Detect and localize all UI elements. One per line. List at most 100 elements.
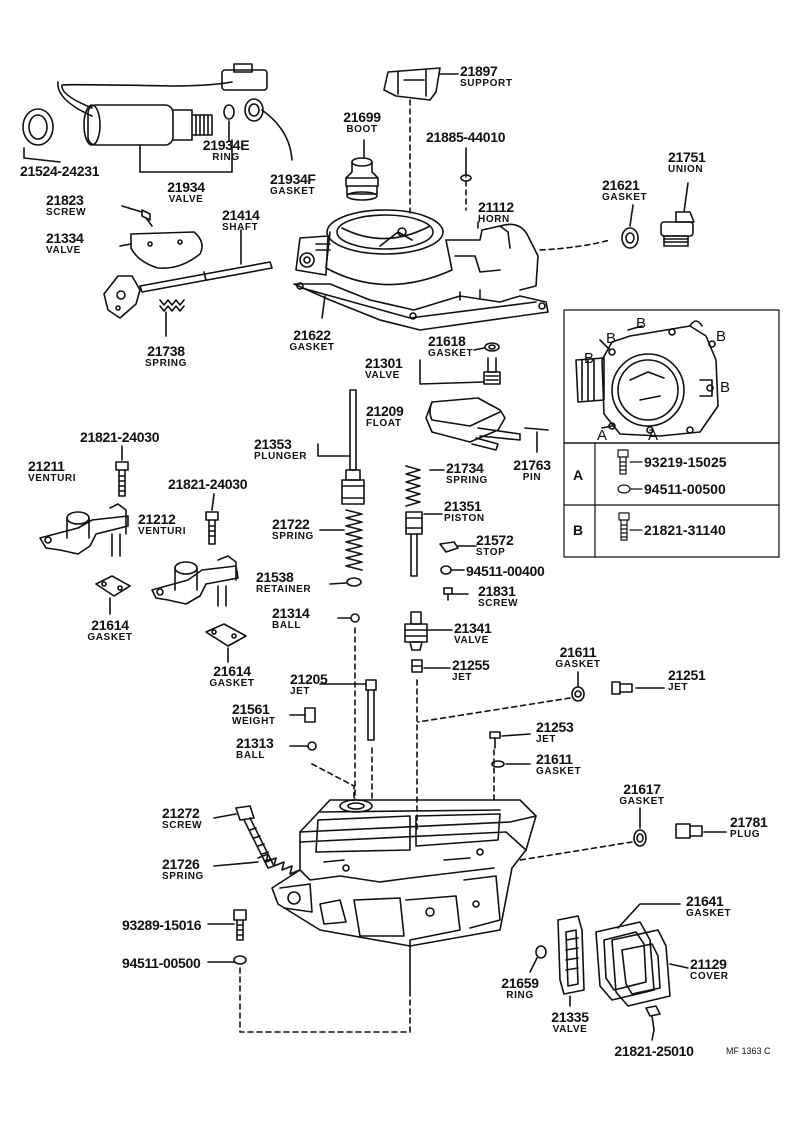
screw-21831-part — [443, 587, 453, 601]
gasket-21617-part — [633, 829, 647, 847]
gasket-21641-part — [595, 921, 655, 1001]
label-21734: 21734 SPRING — [446, 460, 488, 486]
screw-21821-25010-part — [645, 1005, 661, 1031]
piston-part — [405, 511, 423, 577]
label-21622: 21622 GASKET — [289, 327, 335, 353]
label-21614-b: 21614 GASKET — [209, 663, 255, 689]
table-screw-a-drawing — [617, 449, 631, 494]
label-21823: 21823 SCREW — [46, 192, 87, 218]
gasket-21611-a-part — [571, 686, 585, 702]
label-21611-a: 21611 GASKET — [555, 644, 601, 670]
label-21272: 21272 SCREW — [162, 805, 203, 831]
label-21611-b: 21611 GASKET — [536, 751, 582, 777]
label-21112: 21112 HORN — [478, 199, 514, 225]
venturi-21212-part — [151, 555, 239, 607]
gasket-21618-part — [484, 342, 500, 352]
solenoid-valve-part — [57, 63, 268, 146]
boot-part — [345, 157, 379, 201]
union-part — [660, 211, 695, 247]
ring-21934e-part — [223, 104, 235, 120]
label-21211: 21211 VENTURI — [28, 458, 77, 484]
label-21205: 21205 JET — [290, 671, 328, 697]
gasket-21934f-part — [244, 98, 264, 122]
label-21699: 21699 BOOT — [343, 109, 381, 135]
plug-part — [675, 823, 703, 839]
inset-letter-b2: B — [606, 330, 617, 347]
label-21351: 21351 PISTON — [444, 498, 485, 524]
label-21821-25010: 21821-25010 — [614, 1043, 694, 1059]
spring-21726-part — [257, 853, 301, 875]
support-part — [383, 67, 441, 101]
choke-valve-part — [130, 231, 203, 270]
screw-21821-24030-a-part — [115, 461, 129, 497]
inset-view — [563, 309, 780, 444]
ball-21314-part — [350, 613, 360, 623]
table-a-part2: 94511-00500 — [644, 481, 726, 497]
label-21301: 21301 VALVE — [365, 355, 403, 381]
label-21726: 21726 SPRING — [162, 856, 204, 882]
label-21313: 21313 BALL — [236, 735, 274, 761]
screw-21821-24030-b-part — [205, 511, 219, 545]
label-21353: 21353 PLUNGER — [254, 436, 308, 462]
label-21934: 21934 VALVE — [167, 179, 205, 205]
inset-carb-top-view — [575, 320, 719, 437]
inset-letter-a2: A — [648, 427, 659, 444]
label-21763: 21763 PIN — [513, 457, 551, 483]
label-21414: 21414 SHAFT — [222, 207, 260, 233]
stop-part — [439, 541, 459, 553]
label-21617: 21617 GASKET — [619, 781, 665, 807]
label-21641: 21641 GASKET — [686, 893, 732, 919]
plunger-part — [341, 389, 365, 505]
label-94511-00400: 94511-00400 — [466, 563, 545, 579]
table-screw-b-drawing — [618, 512, 630, 541]
spring-21738-part — [159, 299, 185, 312]
label-21572: 21572 STOP — [476, 532, 514, 558]
gasket-21621-part — [621, 227, 639, 249]
label-21781: 21781 PLUG — [730, 814, 768, 840]
table-key-b: B — [573, 522, 584, 538]
label-21831: 21831 SCREW — [478, 583, 519, 609]
venturi-21211-part — [39, 503, 129, 557]
table-b-part1: 21821-31140 — [644, 522, 726, 538]
float-part — [425, 397, 521, 451]
label-21212: 21212 VENTURI — [138, 511, 187, 537]
label-21934f: 21934F GASKET — [270, 171, 316, 197]
label-21129: 21129 COVER — [690, 956, 729, 982]
label-21934e: 21934E RING — [202, 137, 250, 163]
gasket-21614-b-part — [205, 623, 247, 647]
label-21524-24231: 21524-24231 — [20, 163, 100, 179]
label-21621: 21621 GASKET — [602, 177, 648, 203]
jet-21251-part — [611, 681, 633, 695]
jet-21255-part — [411, 659, 423, 673]
jet-21253-part — [489, 731, 501, 749]
carburetor-body-part — [271, 799, 537, 991]
ring-21659-part — [535, 945, 547, 959]
label-21821-24030-b: 21821-24030 — [168, 476, 248, 492]
label-21314: 21314 BALL — [272, 605, 310, 631]
screw-21823-part — [141, 209, 153, 227]
spring-21734-part — [405, 465, 421, 507]
jet-21205-part — [365, 679, 377, 741]
pin-part — [524, 427, 549, 431]
label-21751: 21751 UNION — [668, 149, 706, 175]
choke-shaft-part — [103, 261, 273, 319]
inset-letter-b4: B — [584, 350, 595, 367]
table-key-a: A — [573, 467, 584, 483]
figure-code: MF 1363 C — [726, 1046, 771, 1056]
label-94511-00500: 94511-00500 — [122, 955, 201, 971]
fastener-table — [563, 442, 780, 558]
inset-letter-a1: A — [597, 427, 608, 444]
label-21341: 21341 VALVE — [454, 620, 492, 646]
inset-letter-b1: B — [636, 315, 647, 332]
ring-21524-part — [22, 108, 54, 146]
label-21209: 21209 FLOAT — [366, 403, 404, 429]
label-21738: 21738 SPRING — [145, 343, 187, 369]
label-93289-15016: 93289-15016 — [122, 917, 202, 933]
label-21255: 21255 JET — [452, 657, 490, 683]
label-21618: 21618 GASKET — [428, 333, 474, 359]
valve-21335-part — [557, 915, 585, 995]
screw-21272-part — [235, 805, 275, 869]
label-21334: 21334 VALVE — [46, 230, 84, 256]
retainer-part — [346, 577, 362, 587]
